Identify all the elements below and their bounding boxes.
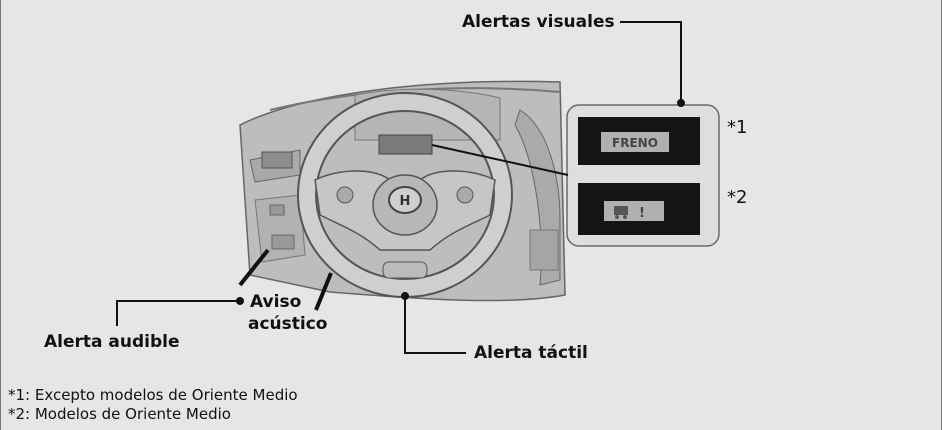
- leader-visual-alerts: [620, 21, 682, 103]
- dot-audible-alert: [236, 297, 244, 305]
- vehicle-indicator-text: !: [639, 206, 645, 221]
- audible-pointer-arrow: [238, 248, 270, 287]
- vehicle-warning-indicator: !: [578, 183, 700, 235]
- brake-indicator-text: FRENO: [612, 136, 658, 150]
- acoustic-pointer-arrow: [314, 272, 333, 311]
- leader-lines: [116, 21, 682, 354]
- leader-audible-alert: [116, 300, 240, 326]
- steering-wheel: H: [297, 92, 513, 298]
- dot-visual-alerts: [677, 99, 685, 107]
- brake-indicator: FRENO: [578, 117, 700, 165]
- leader-tactile-alert: [404, 296, 466, 354]
- callout-pointer-line: [431, 144, 569, 176]
- dot-tactile-alert: [401, 292, 409, 300]
- vehicle-icon: [614, 206, 628, 215]
- label-tactile-alert: Alerta táctil: [474, 343, 588, 363]
- instrument-display: [378, 134, 433, 155]
- label-acoustic-warning-line1: Aviso: [250, 292, 302, 312]
- label-acoustic-warning-line2: acústico: [248, 314, 328, 334]
- label-visual-alerts: Alertas visuales: [462, 12, 615, 32]
- footnote-2: *2: Modelos de Oriente Medio: [8, 405, 231, 423]
- label-audible-alert: Alerta audible: [44, 332, 180, 352]
- footnote-1: *1: Excepto modelos de Oriente Medio: [8, 386, 298, 404]
- footnote-mark-1: *1: [727, 117, 748, 138]
- footnote-mark-2: *2: [727, 187, 748, 208]
- svg-text:H: H: [400, 194, 411, 209]
